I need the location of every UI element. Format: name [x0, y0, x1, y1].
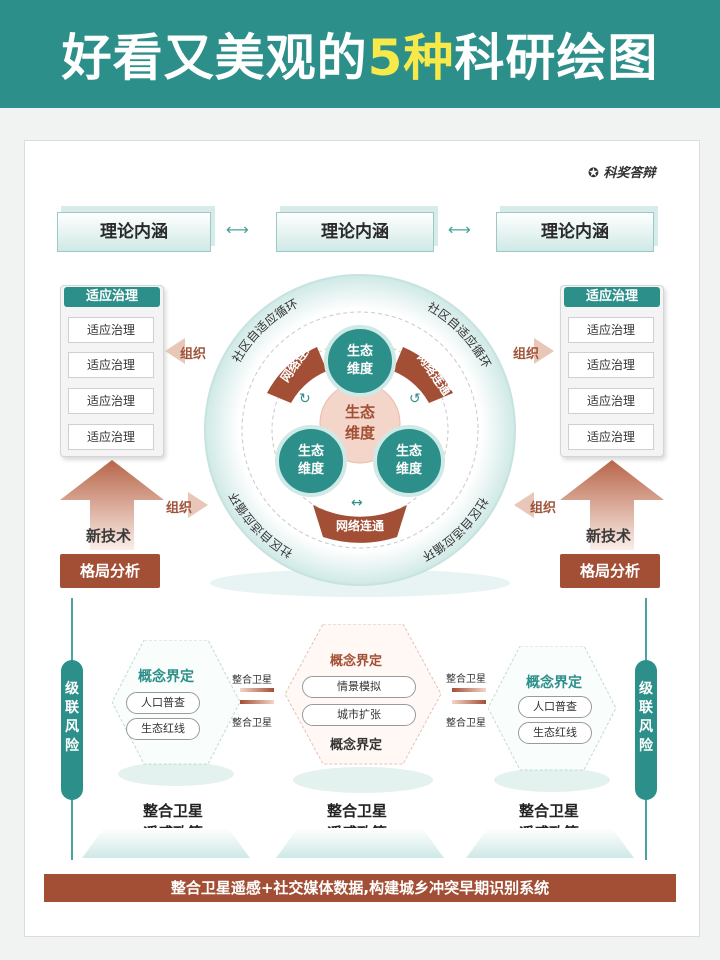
cycle-arrow-icon: ↔: [351, 495, 363, 511]
panel-item: 适应治理: [68, 424, 154, 450]
node-left: 生态 维度: [275, 425, 347, 497]
node-right: 生态 维度: [373, 425, 445, 497]
core-label: 维度: [345, 424, 376, 442]
hex-title: 概念界定: [138, 669, 194, 685]
panel-item: 适应治理: [568, 424, 654, 450]
theory-box-left: 理论内涵: [57, 212, 211, 252]
double-arrow-icon: ⟷: [226, 220, 249, 239]
pattern-analysis-box: 格局分析: [60, 554, 160, 588]
organize-label: 组织: [513, 347, 540, 362]
title-highlight: 5种: [367, 29, 455, 87]
merge-label: 整合卫星: [446, 674, 486, 685]
left-arrow-icon: [452, 688, 486, 692]
panel-item: 适应治理: [68, 317, 154, 343]
hex-bottom-label: 概念界定: [330, 738, 383, 753]
cascade-risk-label: 级联风险: [61, 660, 83, 800]
panel-title: 适应治理: [564, 287, 660, 307]
panel-item: 适应治理: [568, 317, 654, 343]
panel-item: 适应治理: [568, 352, 654, 378]
panel-item: 适应治理: [68, 352, 154, 378]
organize-label: 组织: [180, 347, 207, 362]
platform-trapezoids: [82, 828, 634, 858]
ecology-cycle-diagram: 社区自适应循环 社区自适应循环 社区自适应循环 社区自适应循环 网络连通 网络连…: [204, 274, 516, 597]
node-label: 维度: [347, 361, 374, 377]
new-tech-label: 新技术: [86, 527, 132, 545]
page-title: 好看又美观的5种科研绘图: [61, 29, 659, 87]
panel-title: 适应治理: [64, 287, 160, 307]
node-top: 生态 维度: [324, 325, 396, 397]
brand-logo: ✪ 科奖答辩: [588, 166, 656, 181]
merge-label: 整合卫星: [446, 718, 486, 729]
node-label: 生态: [347, 343, 373, 359]
node-label: 维度: [298, 461, 325, 477]
merge-label: 整合卫星: [232, 718, 272, 729]
right-arrow-icon: [240, 688, 274, 692]
hex-item: 人口普查: [518, 696, 592, 718]
hex-item: 人口普查: [126, 692, 200, 714]
pattern-analysis-box: 格局分析: [560, 554, 660, 588]
hex-item: 生态红线: [518, 722, 592, 744]
right-arrow-icon: [452, 700, 486, 704]
theory-box-right: 理论内涵: [496, 212, 654, 252]
node-label: 生态: [396, 443, 422, 459]
panel-item: 适应治理: [568, 388, 654, 414]
up-arrow-icon: [60, 460, 164, 550]
organize-label: 组织: [530, 501, 557, 516]
left-arrow-icon: [240, 700, 274, 704]
theory-box-center: 理论内涵: [276, 212, 434, 252]
hex-item: 生态红线: [126, 718, 200, 740]
footer-banner: 整合卫星遥感+社交媒体数据,构建城乡冲突早期识别系统: [44, 874, 676, 902]
new-tech-label: 新技术: [586, 527, 632, 545]
organize-label: 组织: [166, 501, 193, 516]
node-label: 维度: [396, 461, 423, 477]
hexagon-right: [488, 646, 616, 792]
hex-item: 城市扩张: [302, 704, 416, 726]
network-link-arc: [267, 347, 327, 403]
cycle-arrow-icon: ↺: [409, 391, 421, 407]
cascade-risk-label: 级联风险: [635, 660, 657, 800]
arrow-left-icon: [165, 338, 185, 364]
cycle-arrow-icon: ↻: [299, 391, 311, 407]
arrow-right-icon: [534, 338, 554, 364]
title-banner: [0, 0, 720, 108]
hex-title: 概念界定: [526, 675, 582, 691]
merge-label: 整合卫星: [232, 675, 272, 686]
up-arrow-icon: [560, 460, 664, 550]
arrow-left-icon: [514, 492, 534, 518]
hexagon-left: [112, 640, 240, 786]
network-link-arc: [393, 347, 453, 403]
panel-item: 适应治理: [68, 388, 154, 414]
hex-item: 情景模拟: [302, 676, 416, 698]
network-link-arc: [313, 505, 407, 543]
link-label: 网络连通: [336, 518, 384, 533]
arrow-right-icon: [188, 492, 208, 518]
double-arrow-icon: ⟷: [448, 220, 471, 239]
hex-title: 概念界定: [330, 654, 383, 669]
node-label: 生态: [298, 443, 324, 459]
core-label: 生态: [345, 403, 375, 421]
